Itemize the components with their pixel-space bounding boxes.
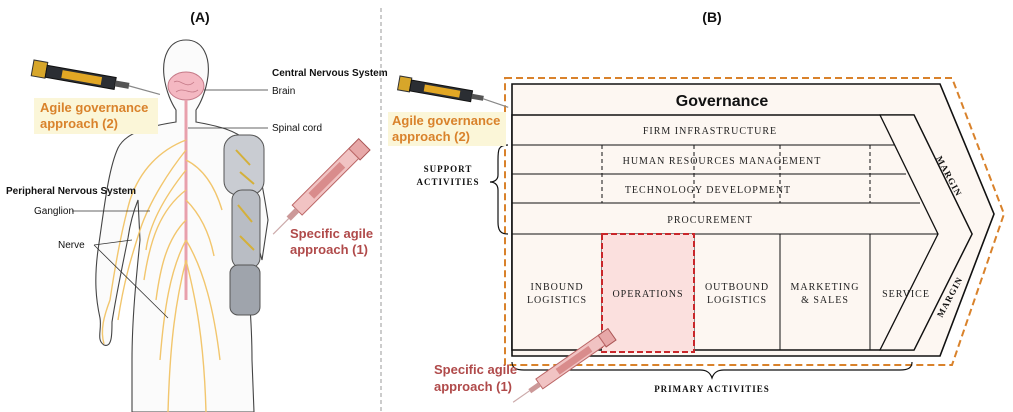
support-dashed-dividers bbox=[601, 145, 871, 203]
operations-label: OPERATIONS bbox=[612, 289, 683, 300]
spinal-cord-label: Spinal cord bbox=[272, 123, 322, 134]
governance-boundary bbox=[504, 77, 1006, 366]
outbound-line1: OUTBOUND bbox=[705, 282, 769, 293]
firm-infrastructure-label: FIRM INFRASTRUCTURE bbox=[643, 126, 777, 137]
robot-hand bbox=[229, 264, 261, 316]
robot-shoulder bbox=[223, 134, 265, 196]
hr-management-label: HUMAN RESOURCES MANAGEMENT bbox=[623, 156, 822, 167]
agile-gov-a-highlight bbox=[34, 98, 158, 134]
operations-highlight bbox=[601, 233, 695, 353]
nerve-network bbox=[101, 139, 223, 412]
agile-gov-b-highlight bbox=[388, 112, 506, 146]
agile-gov-b-line2: approach (2) bbox=[392, 129, 470, 144]
governance-title: Governance bbox=[676, 93, 769, 110]
panel-a-pointers bbox=[72, 89, 268, 319]
inbound-line1: INBOUND bbox=[530, 282, 583, 293]
primary-brace bbox=[511, 361, 913, 380]
nerve-label: Nerve bbox=[58, 240, 85, 251]
agile-gov-a-line2: approach (2) bbox=[40, 116, 118, 131]
pns-label: Peripheral Nervous System bbox=[6, 186, 136, 197]
marketing-line2: & SALES bbox=[801, 295, 849, 306]
syringe-specific-b bbox=[512, 327, 617, 403]
panel-b-title: (B) bbox=[702, 9, 721, 25]
primary-activities-label: PRIMARY ACTIVITIES bbox=[654, 384, 770, 394]
syringe-governance-b bbox=[396, 75, 509, 108]
agile-gov-b-line1: Agile governance bbox=[392, 113, 500, 128]
specific-b-line2: approach (1) bbox=[434, 379, 512, 394]
marketing-line1: MARKETING bbox=[791, 282, 860, 293]
agile-gov-a-line1: Agile governance bbox=[40, 100, 148, 115]
support-brace bbox=[489, 144, 509, 235]
procurement-label: PROCUREMENT bbox=[667, 215, 752, 226]
outbound-line2: LOGISTICS bbox=[707, 295, 767, 306]
brain-label: Brain bbox=[272, 86, 295, 97]
syringe-specific-a bbox=[272, 137, 371, 235]
tech-development-label: TECHNOLOGY DEVELOPMENT bbox=[625, 185, 791, 196]
ganglion-label: Ganglion bbox=[34, 206, 74, 217]
support-line1: SUPPORT bbox=[424, 164, 473, 174]
specific-a-line2: approach (1) bbox=[290, 242, 368, 257]
cns-label: Central Nervous System bbox=[272, 68, 388, 79]
panel-a-title: (A) bbox=[190, 9, 209, 25]
support-row-lines bbox=[512, 144, 938, 235]
syringe-governance-a bbox=[30, 59, 161, 95]
specific-b-line1: Specific agile bbox=[434, 362, 517, 377]
robot-forearm bbox=[231, 189, 261, 269]
service-label: SERVICE bbox=[882, 289, 930, 300]
specific-a-line1: Specific agile bbox=[290, 226, 373, 241]
support-line2: ACTIVITIES bbox=[416, 177, 479, 187]
inbound-line2: LOGISTICS bbox=[527, 295, 587, 306]
brain-shape bbox=[167, 71, 205, 101]
